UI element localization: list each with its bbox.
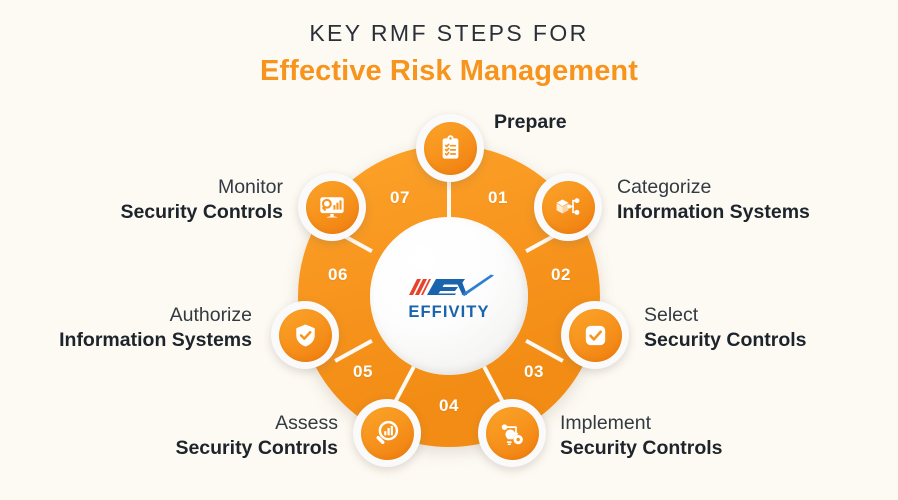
step-label-authorize: Authorize Information Systems bbox=[59, 304, 252, 353]
logo-wordmark: EFFIVITY bbox=[408, 302, 490, 321]
step-badge-monitor[interactable] bbox=[298, 173, 366, 241]
step-label-prepare: Prepare bbox=[494, 111, 567, 135]
center-hub: EFFIVITY bbox=[370, 217, 528, 375]
step-subtitle-select: Security Controls bbox=[644, 328, 807, 351]
badge-fill bbox=[485, 406, 539, 460]
checkbox-check-icon bbox=[585, 325, 605, 345]
step-number-01: 01 bbox=[487, 188, 509, 207]
step-title-select: Select bbox=[644, 304, 699, 326]
step-subtitle-implement: Security Controls bbox=[560, 436, 723, 459]
step-badge-prepare[interactable] bbox=[416, 114, 484, 182]
step-number-05: 05 bbox=[352, 362, 374, 381]
step-label-assess: Assess Security Controls bbox=[175, 412, 338, 461]
step-number-07: 07 bbox=[389, 188, 411, 207]
step-label-monitor: Monitor Security Controls bbox=[120, 176, 283, 225]
badge-fill bbox=[278, 308, 332, 362]
step-label-categorize: Categorize Information Systems bbox=[617, 176, 810, 225]
page-title: KEY RMF STEPS FOR Effective Risk Managem… bbox=[0, 18, 898, 91]
title-line-2: Effective Risk Management bbox=[259, 55, 638, 87]
step-title-monitor: Monitor bbox=[217, 176, 283, 198]
step-title-prepare: Prepare bbox=[494, 111, 567, 133]
step-subtitle-categorize: Information Systems bbox=[617, 200, 810, 223]
step-badge-assess[interactable] bbox=[353, 399, 421, 467]
box-hierarchy-icon bbox=[556, 198, 580, 215]
badge-fill bbox=[541, 180, 595, 234]
step-badge-categorize[interactable] bbox=[534, 173, 602, 241]
step-title-implement: Implement bbox=[560, 412, 652, 434]
lightbulb-gear-icon bbox=[501, 424, 523, 446]
monitor-analytics-icon bbox=[320, 197, 344, 218]
step-subtitle-monitor: Security Controls bbox=[120, 200, 283, 223]
title-line-1: KEY RMF STEPS FOR bbox=[309, 20, 589, 46]
step-number-06: 06 bbox=[327, 265, 349, 284]
step-title-assess: Assess bbox=[275, 412, 338, 434]
step-title-categorize: Categorize bbox=[617, 176, 712, 198]
step-badge-select[interactable] bbox=[561, 301, 629, 369]
step-number-02: 02 bbox=[550, 265, 572, 284]
magnifier-barchart-icon bbox=[376, 420, 399, 444]
step-badge-authorize[interactable] bbox=[271, 301, 339, 369]
badge-fill bbox=[568, 308, 622, 362]
step-number-03: 03 bbox=[523, 362, 545, 381]
step-label-implement: Implement Security Controls bbox=[560, 412, 723, 461]
badge-fill bbox=[423, 121, 477, 175]
step-badge-implement[interactable] bbox=[478, 399, 546, 467]
step-number-04: 04 bbox=[438, 396, 460, 415]
shield-check-icon bbox=[295, 323, 315, 347]
step-title-authorize: Authorize bbox=[169, 304, 252, 326]
badge-fill bbox=[305, 180, 359, 234]
effivity-logo: EFFIVITY bbox=[394, 272, 504, 321]
ev-checkmark-logo-icon bbox=[409, 274, 494, 296]
clipboard-checklist-icon bbox=[442, 134, 458, 159]
badge-fill bbox=[360, 406, 414, 460]
step-subtitle-authorize: Information Systems bbox=[59, 328, 252, 351]
step-label-select: Select Security Controls bbox=[644, 304, 807, 353]
step-subtitle-assess: Security Controls bbox=[175, 436, 338, 459]
